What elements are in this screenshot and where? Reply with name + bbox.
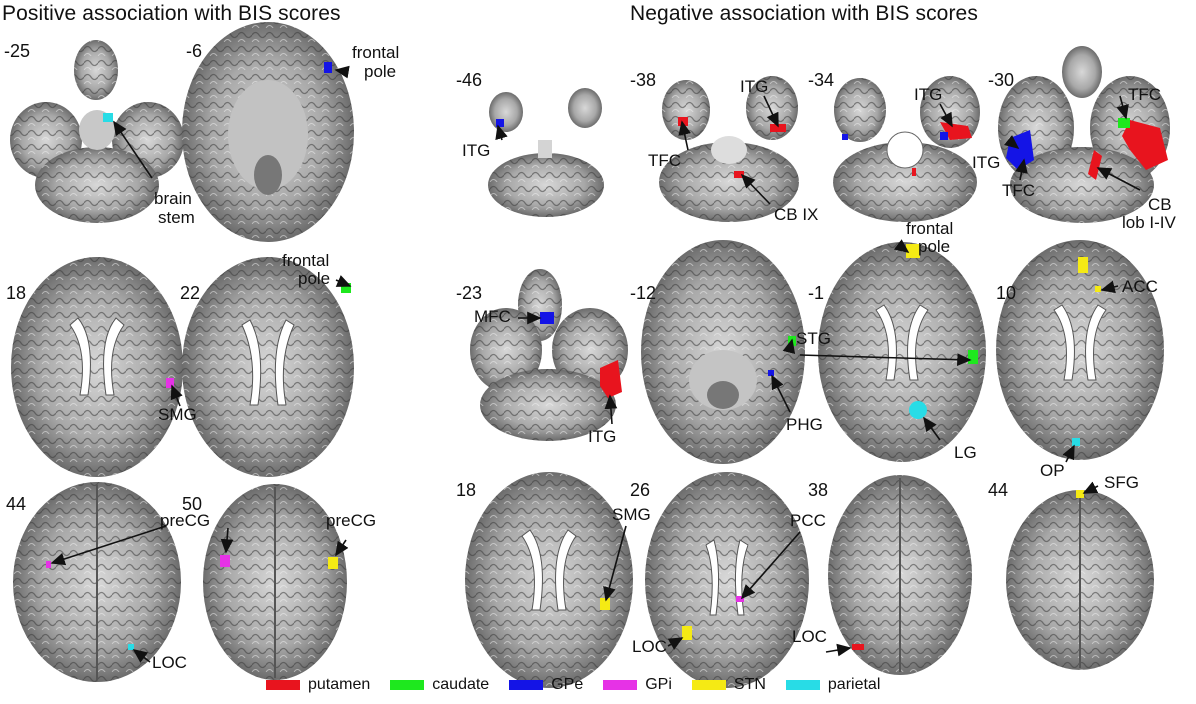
slice-number: 10 <box>996 283 1017 303</box>
legend-label: putamen <box>308 676 371 693</box>
region-label: frontal <box>352 43 400 62</box>
slice-pos-minus6 <box>182 22 354 242</box>
callout-arrows <box>50 65 1141 663</box>
slice-pos-minus25 <box>10 40 184 223</box>
region-label: LOC <box>792 627 827 646</box>
slice-number: 44 <box>988 480 1009 500</box>
legend-item: GPe <box>509 676 583 694</box>
slice-neg-minus38 <box>659 76 799 222</box>
region-label: brain <box>154 189 192 208</box>
region-label: PHG <box>786 415 823 434</box>
slice-pos-22 <box>182 257 354 477</box>
legend-swatch <box>509 680 544 690</box>
region-label: ACC <box>1122 277 1158 296</box>
region-label: preCG <box>160 511 211 530</box>
region-label: pole <box>918 237 951 256</box>
slice-number: -38 <box>630 70 657 90</box>
slice-pos-18 <box>11 257 183 477</box>
region-label: LG <box>954 443 977 462</box>
region-label: SMG <box>612 505 651 524</box>
left-panel-title: Positive association with BIS scores <box>2 2 341 25</box>
region-label: SFG <box>1104 473 1139 492</box>
slice-number: 50 <box>182 494 203 514</box>
slice-pos-50 <box>203 484 347 680</box>
region-label: preCG <box>326 511 377 530</box>
region-label: MFC <box>474 307 511 326</box>
region-label: LOC <box>152 653 187 672</box>
region-label: TFC <box>1128 85 1162 104</box>
slice-number: -34 <box>808 70 835 90</box>
region-label: ITG <box>462 141 491 160</box>
region-label: ITG <box>588 427 617 446</box>
legend-label: GPe <box>551 676 584 693</box>
region-label: PCC <box>790 511 826 530</box>
slice-neg-44 <box>1006 490 1154 670</box>
slice-number: 38 <box>808 480 829 500</box>
color-legend: putamen caudate GPe GPi STN parietal <box>266 676 900 694</box>
legend-label: caudate <box>432 676 490 693</box>
region-label: SMG <box>158 405 197 424</box>
slice-neg-minus12 <box>641 240 805 464</box>
slice-number: 18 <box>456 480 477 500</box>
slice-number: -1 <box>808 283 825 303</box>
slice-neg-minus1 <box>818 242 986 462</box>
legend-swatch <box>266 680 300 690</box>
slice-pos-44 <box>13 482 181 682</box>
legend-label: GPi <box>645 676 672 693</box>
right-panel-title: Negative association with BIS scores <box>630 2 978 25</box>
slice-neg-minus46 <box>488 88 604 217</box>
region-label: LOC <box>632 637 667 656</box>
slice-number: 44 <box>6 494 27 514</box>
legend-label: STN <box>733 676 766 693</box>
region-label: TFC <box>648 151 682 170</box>
region-label: frontal <box>906 219 954 238</box>
region-label: stem <box>158 208 195 227</box>
slice-number: -30 <box>988 70 1015 90</box>
slice-number: -46 <box>456 70 483 90</box>
region-label: ITG <box>740 77 769 96</box>
slice-number: 18 <box>6 283 27 303</box>
legend-swatch <box>390 680 425 690</box>
slice-neg-26 <box>645 472 809 688</box>
slice-neg-minus34 <box>833 76 980 222</box>
region-label: CB IX <box>774 205 819 224</box>
legend-item: parietal <box>785 676 881 694</box>
region-label: pole <box>364 62 397 81</box>
region-label: STG <box>796 329 831 348</box>
slice-neg-18 <box>465 472 633 688</box>
slice-neg-38 <box>828 475 972 675</box>
region-label: ITG <box>972 153 1001 172</box>
legend-item: GPi <box>603 676 672 694</box>
slice-number: -12 <box>630 283 657 303</box>
slice-neg-10 <box>996 240 1164 460</box>
region-label: TFC <box>1002 181 1036 200</box>
slice-number: 22 <box>180 283 201 303</box>
slice-number: -23 <box>456 283 483 303</box>
region-label: OP <box>1040 461 1065 480</box>
region-label: lob I-IV <box>1122 213 1176 232</box>
region-label: frontal <box>282 251 330 270</box>
legend-swatch <box>603 680 638 690</box>
slice-number: 26 <box>630 480 651 500</box>
legend-swatch <box>785 680 820 690</box>
legend-swatch <box>691 680 726 690</box>
slice-number: -25 <box>4 41 31 61</box>
region-label: CB <box>1148 195 1172 214</box>
slice-number: -6 <box>186 41 203 61</box>
region-label: ITG <box>914 85 943 104</box>
slice-neg-minus23 <box>470 269 628 441</box>
legend-label: parietal <box>827 676 881 693</box>
legend-item: caudate <box>390 676 489 694</box>
legend-item: putamen <box>266 676 370 694</box>
region-label: pole <box>298 269 331 288</box>
legend-item: STN <box>691 676 766 694</box>
slice-neg-minus30 <box>998 46 1170 223</box>
